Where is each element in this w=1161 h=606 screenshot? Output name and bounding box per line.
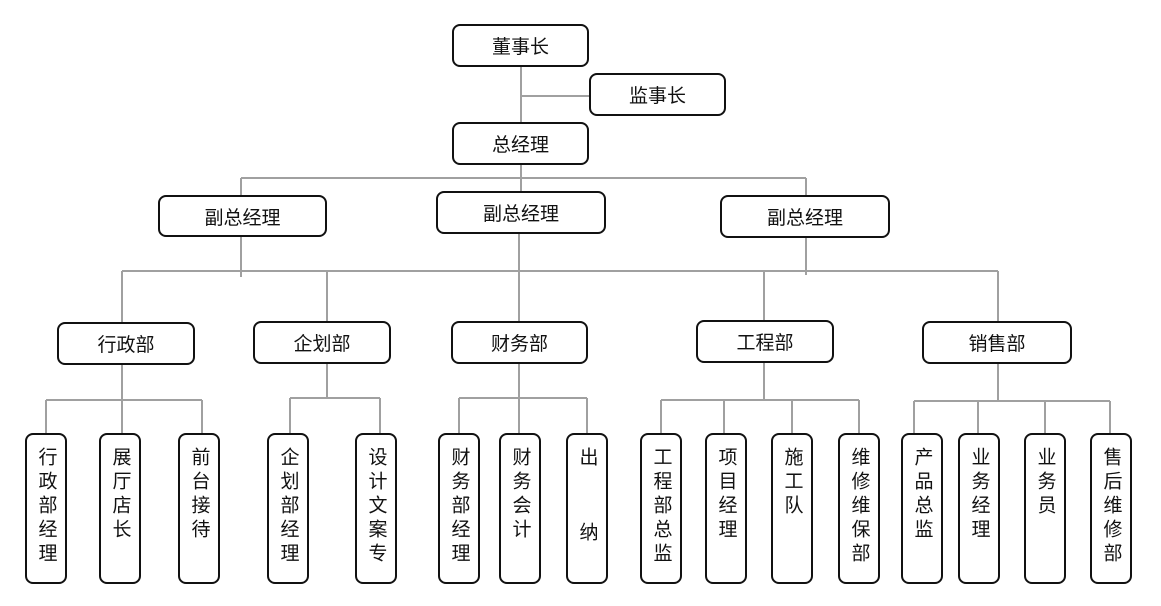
deputy-gm-node: 副总经理 [720,195,890,238]
deputy-gm-node: 副总经理 [158,195,327,237]
general-manager-node: 总经理 [452,122,589,165]
deputy-gm-node: 副总经理 [436,191,606,234]
supervisor-node: 监事长 [589,73,726,116]
position-node: 设计文案专 [355,433,397,584]
position-node: 行政部经理 [25,433,67,584]
position-node: 财务会计 [499,433,541,584]
position-node: 前台接待 [178,433,220,584]
department-node: 行政部 [57,322,195,365]
position-node: 售后维修部 [1090,433,1132,584]
position-node: 工程部总监 [640,433,682,584]
department-node: 企划部 [253,321,391,364]
position-node: 企划部经理 [267,433,309,584]
position-node: 业务经理 [958,433,1000,584]
position-node: 展厅店长 [99,433,141,584]
position-label: 出 [576,447,599,466]
position-node: 项目经理 [705,433,747,584]
position-node: 产品总监 [901,433,943,584]
department-node: 财务部 [451,321,588,364]
department-node: 销售部 [922,321,1072,364]
position-node: 维修维保部 [838,433,880,584]
position-node: 业务员 [1024,433,1066,584]
position-node: 出纳 [566,433,608,584]
position-node: 财务部经理 [438,433,480,584]
position-node: 施工队 [771,433,813,584]
department-node: 工程部 [696,320,834,363]
chairman-node: 董事长 [452,24,589,67]
position-label: 纳 [576,522,599,541]
